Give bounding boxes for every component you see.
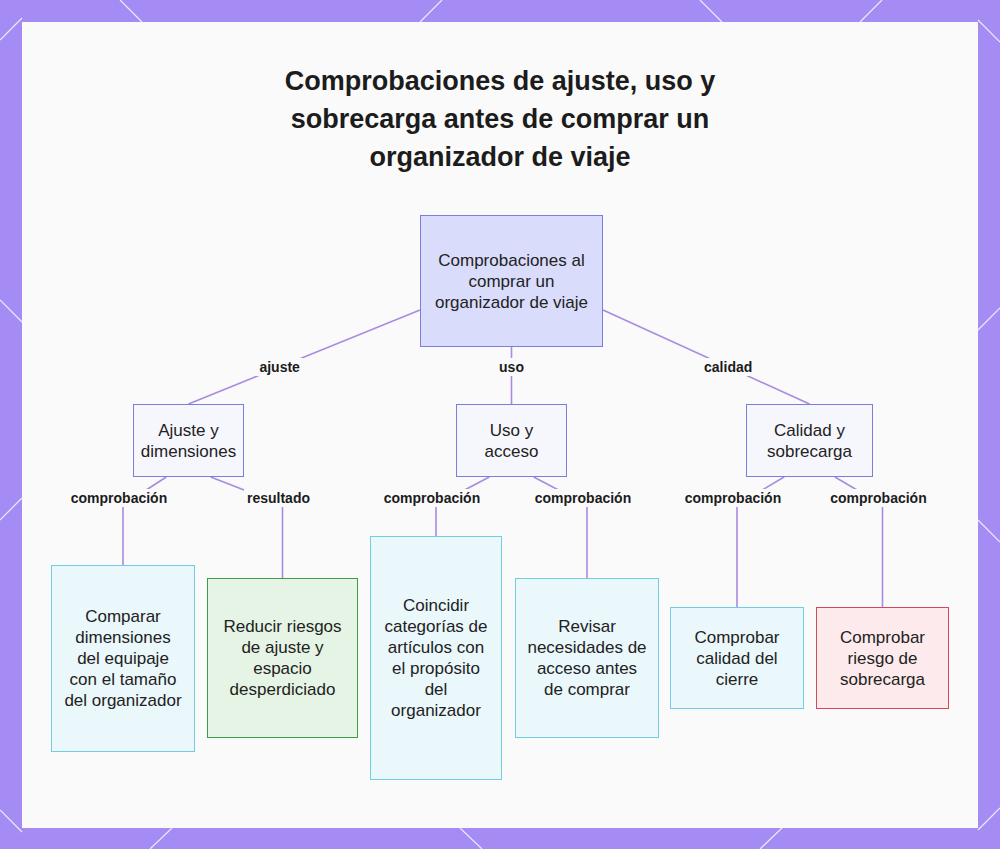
diagram-title: Comprobaciones de ajuste, uso y sobrecar…	[225, 62, 775, 176]
deco-line	[0, 300, 22, 322]
node-text: Coincidir categorías de artículos con el…	[381, 595, 491, 721]
check-box: Revisar necesidades de acceso antes de c…	[515, 578, 659, 738]
deco-line	[0, 810, 22, 832]
check-box: Comparar dimensiones del equipaje con el…	[51, 565, 195, 752]
check-box: Coincidir categorías de artículos con el…	[370, 536, 502, 780]
root-box: Comprobaciones al comprar un organizador…	[420, 215, 603, 347]
edge-label: ajuste	[256, 358, 302, 376]
edge-label: resultado	[244, 489, 313, 507]
node-text: Comparar dimensiones del equipaje con el…	[62, 606, 184, 711]
node-text: Uso y acceso	[467, 420, 556, 462]
deco-line	[760, 828, 782, 849]
node-text: Comprobar riesgo de sobrecarga	[827, 627, 938, 690]
deco-line	[978, 308, 1000, 330]
edge-label: uso	[496, 358, 527, 376]
deco-line	[120, 0, 142, 22]
deco-line	[0, 18, 22, 40]
edge-label: comprobación	[827, 489, 929, 507]
node-text: Reducir riesgos de ajuste y espacio desp…	[218, 616, 347, 700]
edge-label: comprobación	[68, 489, 170, 507]
deco-line	[150, 828, 172, 849]
deco-line	[978, 20, 1000, 42]
edge-label: comprobación	[381, 489, 483, 507]
deco-line	[420, 0, 442, 22]
deco-line	[978, 520, 1000, 542]
category-box: Ajuste y dimensiones	[133, 404, 244, 477]
connector-line	[189, 310, 421, 404]
edge-label: calidad	[701, 358, 755, 376]
deco-line	[0, 498, 22, 520]
node-text: Ajuste y dimensiones	[141, 420, 236, 462]
check-box: Comprobar calidad del cierre	[670, 607, 804, 709]
edge-label: comprobación	[682, 489, 784, 507]
result-box: Reducir riesgos de ajuste y espacio desp…	[207, 578, 358, 738]
deco-line	[860, 0, 882, 22]
node-text: Revisar necesidades de acceso antes de c…	[526, 616, 648, 700]
connector-line	[603, 310, 810, 404]
category-box: Uso y acceso	[456, 404, 567, 477]
deco-line	[460, 828, 482, 849]
node-text: Calidad y sobrecarga	[757, 420, 862, 462]
deco-line	[978, 808, 1000, 830]
deco-line	[700, 0, 722, 22]
category-box: Calidad y sobrecarga	[746, 404, 873, 477]
node-text: Comprobaciones al comprar un organizador…	[431, 250, 592, 313]
edge-label: comprobación	[532, 489, 634, 507]
warning-box: Comprobar riesgo de sobrecarga	[816, 607, 949, 709]
node-text: Comprobar calidad del cierre	[681, 627, 793, 690]
